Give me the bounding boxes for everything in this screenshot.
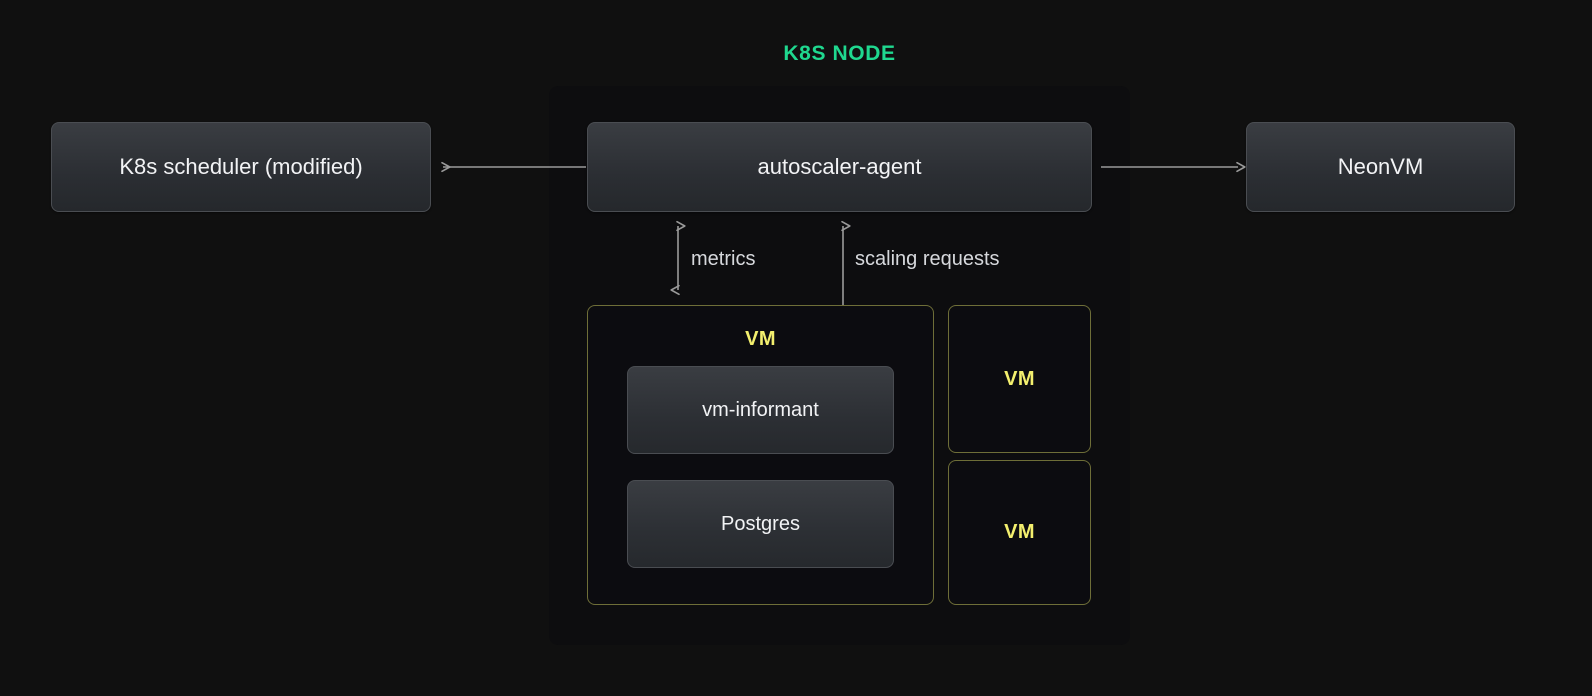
k8s-scheduler-label: K8s scheduler (modified) [119,154,363,179]
vm-main-label: VM [745,328,776,350]
neonvm-box[interactable]: NeonVM [1246,122,1515,212]
edge-label-metrics: metrics [691,248,756,270]
neonvm-label: NeonVM [1337,154,1424,179]
vm-box-secondary-2[interactable]: VM [948,460,1091,605]
postgres-box[interactable]: Postgres [627,480,894,568]
vm-box-secondary-1[interactable]: VM [948,305,1091,453]
edge-label-scaling-requests: scaling requests [855,248,1000,270]
k8s-node-title: K8S NODE [783,42,896,65]
autoscaler-agent-label: autoscaler-agent [757,154,922,179]
postgres-label: Postgres [721,512,800,535]
k8s-scheduler-box[interactable]: K8s scheduler (modified) [51,122,431,212]
autoscaler-agent-box[interactable]: autoscaler-agent [587,122,1092,212]
vm-informant-box[interactable]: vm-informant [627,366,894,454]
vm-secondary-1-label: VM [1004,367,1035,390]
vm-informant-label: vm-informant [702,398,819,421]
vm-secondary-2-label: VM [1004,521,1035,543]
